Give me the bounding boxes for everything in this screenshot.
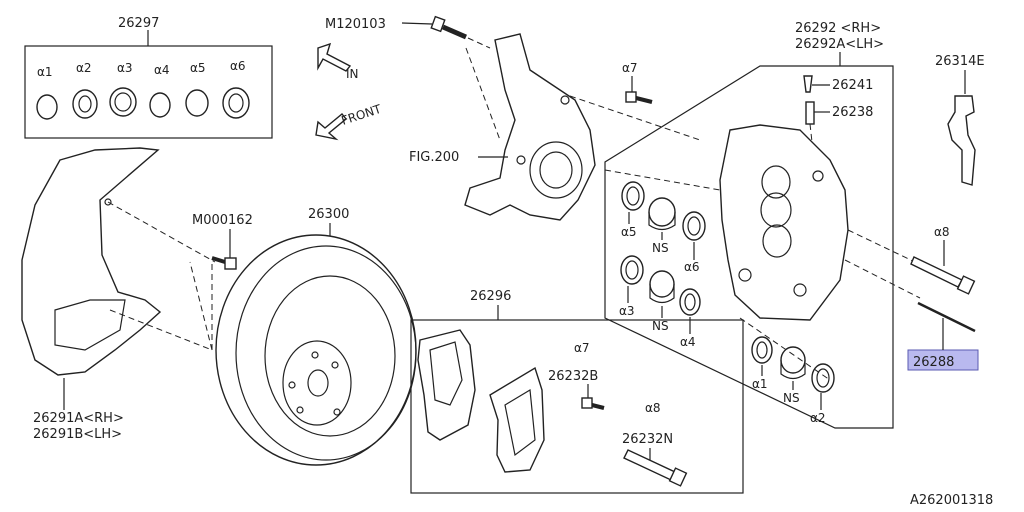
label-26232n[interactable]: 26232N xyxy=(622,432,673,447)
label-cal-a1: α1 xyxy=(752,377,768,391)
seal-a2[interactable] xyxy=(811,363,835,393)
label-26232b[interactable]: 26232B xyxy=(548,369,598,384)
label-front: FRONT xyxy=(340,102,384,128)
piston-ns-2[interactable] xyxy=(649,270,675,298)
seal-a1[interactable] xyxy=(751,336,773,364)
steering-knuckle[interactable] xyxy=(464,33,596,221)
label-a7-top: α7 xyxy=(622,61,638,75)
label-fig200[interactable]: FIG.200 xyxy=(409,150,459,165)
seal-a6[interactable] xyxy=(682,211,706,241)
pad-clip-26314e[interactable] xyxy=(947,95,976,186)
disc-rotor[interactable] xyxy=(215,234,417,466)
label-m000162[interactable]: M000162 xyxy=(192,213,253,228)
caliper-assembly: 26292 <RH> 26292A<LH> 26241 26238 α5 NS … xyxy=(604,21,921,429)
label-26241[interactable]: 26241 xyxy=(832,78,873,93)
label-a6: α6 xyxy=(230,59,246,73)
pad-kit-box xyxy=(410,319,744,494)
label-26288[interactable]: 26288 xyxy=(913,355,954,370)
seal-ring-a3[interactable] xyxy=(109,87,137,117)
label-a8-pad: α8 xyxy=(645,401,661,415)
bolt-m000162[interactable] xyxy=(224,257,237,270)
label-a5: α5 xyxy=(190,61,206,75)
knuckle-group: M120103 FIG.200 xyxy=(325,15,596,221)
label-a7-pad: α7 xyxy=(574,341,590,355)
seal-a5[interactable] xyxy=(621,181,645,211)
label-26300[interactable]: 26300 xyxy=(308,207,349,222)
label-cal-a3: α3 xyxy=(619,304,635,318)
direction-arrows: IN FRONT xyxy=(315,42,384,141)
bolt-m120103[interactable] xyxy=(430,15,467,40)
label-26296[interactable]: 26296 xyxy=(470,289,511,304)
front-arrow-icon xyxy=(315,113,347,141)
caliper-box xyxy=(604,65,894,429)
label-shield-rh[interactable]: 26291A<RH> xyxy=(33,411,124,426)
seal-ring-a2[interactable] xyxy=(72,89,98,119)
label-in: IN xyxy=(346,67,359,81)
in-arrow-icon xyxy=(317,42,352,72)
label-26238[interactable]: 26238 xyxy=(832,105,873,120)
label-cal-a4: α4 xyxy=(680,335,696,349)
pin-a8[interactable] xyxy=(910,256,963,288)
label-caliper-lh[interactable]: 26292A<LH> xyxy=(795,37,884,52)
label-ns-2: NS xyxy=(652,319,669,333)
pad-kit-group: 26296 α7 26232B α8 26232N xyxy=(410,289,744,494)
diagram-id: A262001318 xyxy=(910,493,993,508)
brake-caliper-body[interactable] xyxy=(719,124,849,321)
brake-pad-outer[interactable] xyxy=(489,366,545,473)
seal-kit-group: 26297 α1 α2 α3 α4 α5 α6 xyxy=(24,16,273,139)
label-a2: α2 xyxy=(76,61,92,75)
label-a4: α4 xyxy=(154,63,170,77)
disc-rotor-group: 26300 xyxy=(215,207,417,466)
seal-ring-a5[interactable] xyxy=(185,89,209,117)
seal-ring-a4[interactable] xyxy=(149,92,171,118)
seal-a3[interactable] xyxy=(620,255,644,285)
bleeder-cap-26241[interactable] xyxy=(803,75,813,93)
seal-ring-a6[interactable] xyxy=(222,87,250,119)
dust-shield[interactable] xyxy=(21,147,162,376)
label-cal-a5: α5 xyxy=(621,225,637,239)
pad-clip-group: 26314E xyxy=(935,54,985,186)
bolt-m000162-group: M000162 xyxy=(192,213,253,270)
seal-ring-a1[interactable] xyxy=(36,94,58,120)
seal-a4[interactable] xyxy=(679,288,701,316)
label-ns-3: NS xyxy=(783,391,800,405)
label-a1: α1 xyxy=(37,65,53,79)
brake-pad-inner[interactable] xyxy=(417,329,476,441)
dust-shield-group: 26291A<RH> 26291B<LH> xyxy=(21,147,216,442)
piston-ns-1[interactable] xyxy=(648,197,676,227)
label-a3: α3 xyxy=(117,61,133,75)
bolt-a7[interactable] xyxy=(625,91,637,103)
pad-pin-26288[interactable] xyxy=(917,301,976,333)
label-cal-a6: α6 xyxy=(684,260,700,274)
pin-group: α8 26288 xyxy=(907,225,979,371)
label-cal-a2: α2 xyxy=(810,411,826,425)
label-shield-lh[interactable]: 26291B<LH> xyxy=(33,427,122,442)
label-ns-1: NS xyxy=(652,241,669,255)
bolt-26232b[interactable] xyxy=(581,397,593,409)
label-caliper-rh[interactable]: 26292 <RH> xyxy=(795,21,881,36)
label-26297[interactable]: 26297 xyxy=(118,16,159,31)
caliper-bolt-top: α7 xyxy=(569,61,701,141)
bleeder-screw-26238[interactable] xyxy=(805,101,815,125)
label-a8-right: α8 xyxy=(934,225,950,239)
label-26314e[interactable]: 26314E xyxy=(935,54,985,69)
label-m120103[interactable]: M120103 xyxy=(325,17,386,32)
